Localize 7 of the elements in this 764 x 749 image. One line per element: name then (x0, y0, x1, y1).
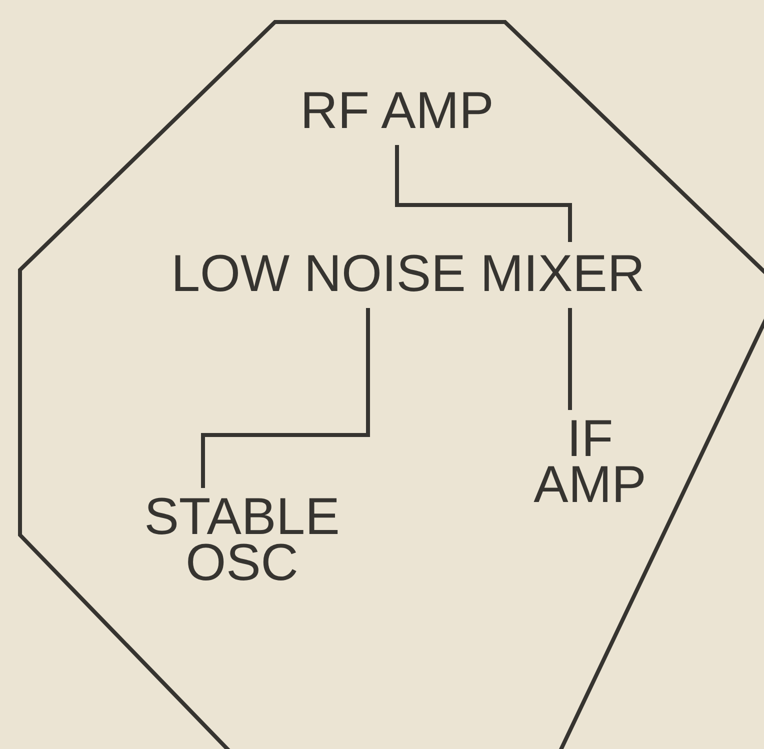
block-label: LOW NOISE MIXER (148, 248, 668, 300)
block-label: STABLE OSC (122, 494, 362, 586)
connector-line (568, 308, 572, 410)
block-label: IF AMP (525, 416, 655, 508)
connector-line (395, 145, 572, 242)
block-label: RF AMP (297, 85, 497, 137)
connector-line (201, 308, 370, 488)
